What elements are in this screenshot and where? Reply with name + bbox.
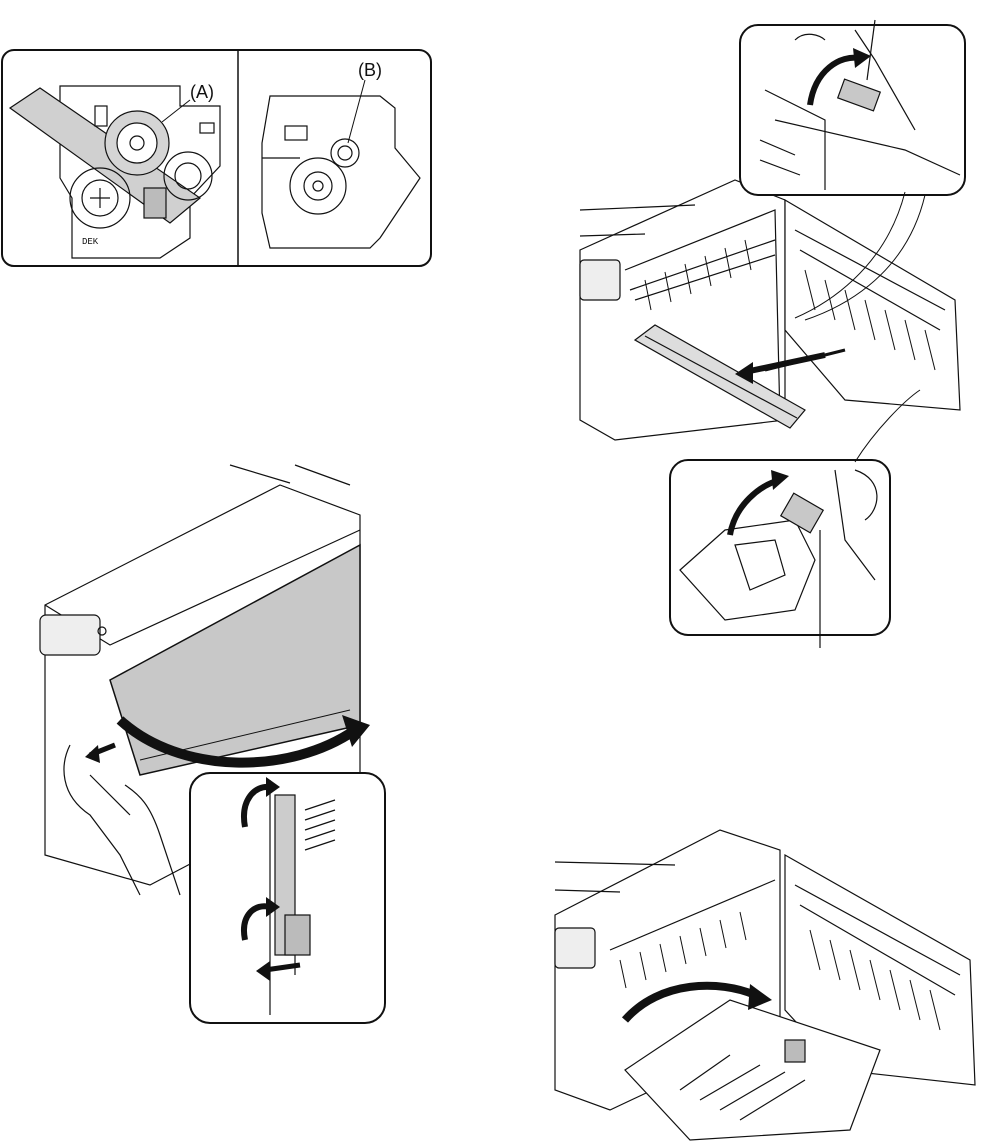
gear-engraving: DEK <box>82 237 99 247</box>
label-b: (B) <box>358 60 382 80</box>
front-cover-illustration <box>30 455 400 1035</box>
printer-body-open-rear <box>580 180 960 440</box>
gear-detail-illustration: (A) DEK (B) <box>0 48 433 270</box>
printer-body-tray <box>555 830 975 1140</box>
tray-latch <box>785 1040 805 1062</box>
roller-removal-illustration <box>575 0 995 650</box>
gear-panel-frame <box>2 50 431 266</box>
label-a: (A) <box>190 82 214 102</box>
bottom-inset-frame <box>670 460 890 635</box>
front-cover-figure <box>30 455 400 1035</box>
gear-detail-figure: (A) DEK (B) <box>0 48 433 270</box>
top-inset-frame <box>740 25 965 195</box>
tray-open-figure <box>550 810 995 1146</box>
roller-removal-figure <box>575 0 995 650</box>
tray-open-illustration <box>550 810 995 1146</box>
